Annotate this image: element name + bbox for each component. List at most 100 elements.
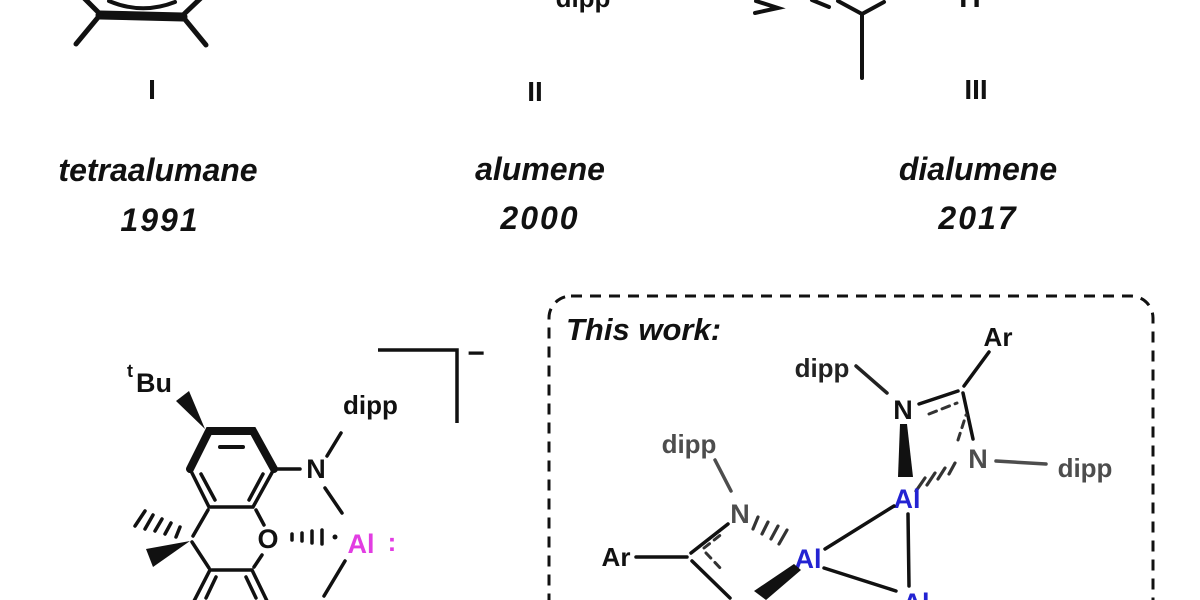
solid-wedge xyxy=(146,541,190,567)
charge-label: − xyxy=(467,337,485,370)
al-label: Al xyxy=(348,529,375,559)
o-label: O xyxy=(257,524,278,554)
al-label: Al xyxy=(903,588,930,600)
bold-wedge xyxy=(898,424,913,477)
dative-hash-bond xyxy=(290,528,324,546)
bold-wedge xyxy=(754,564,801,600)
hashed-wedge xyxy=(133,509,182,539)
hash-tick xyxy=(133,509,147,528)
bond xyxy=(906,512,911,588)
dipp-label: dipp xyxy=(662,429,717,459)
bond xyxy=(822,566,898,593)
compound-numeral: I xyxy=(148,74,156,105)
al3-triangle-bonds xyxy=(822,504,911,593)
hash-tick xyxy=(925,471,937,487)
top-amidinate-unit: dipp Ar N N dipp Al xyxy=(795,322,1113,514)
h-label: H xyxy=(959,0,981,14)
hash-dot xyxy=(332,534,338,540)
bond xyxy=(854,364,889,395)
double-bond-tick xyxy=(810,0,831,9)
n-label: N xyxy=(968,444,988,474)
bond xyxy=(191,508,210,538)
bond xyxy=(323,486,344,515)
double-bond-inner xyxy=(247,472,265,502)
bond xyxy=(73,12,103,47)
tbu-superscript: t xyxy=(127,361,133,381)
this-work-box: This work: dipp Ar N N dipp Al xyxy=(547,294,1155,600)
dipp-label: dipp xyxy=(343,390,398,420)
dashed-box-border xyxy=(547,294,1155,600)
hash-tick xyxy=(936,466,947,481)
bond xyxy=(836,0,864,16)
bond xyxy=(82,0,104,18)
structure-iii-fragment: H xyxy=(810,0,981,80)
bond xyxy=(753,0,786,15)
double-bond-inner xyxy=(244,575,258,600)
double-bond-dash xyxy=(702,531,725,550)
bond xyxy=(179,0,203,19)
hash-tick xyxy=(760,520,770,536)
anion-bracket xyxy=(378,348,459,423)
bond xyxy=(823,504,896,551)
n-label: N xyxy=(306,454,326,484)
aromatic-arc xyxy=(107,0,177,11)
double-bond-dash xyxy=(956,413,968,442)
bond xyxy=(95,10,188,22)
compound-name: alumene xyxy=(475,151,605,187)
this-work-title: This work: xyxy=(566,312,721,347)
bond xyxy=(917,389,960,406)
compound-captions: I II III tetraalumane alumene dialumene … xyxy=(58,74,1057,238)
double-bond-inner xyxy=(204,575,218,600)
ar-label: Ar xyxy=(602,542,631,572)
ar-label: Ar xyxy=(984,322,1013,352)
hash-tick xyxy=(751,515,760,531)
dipp-label: dipp xyxy=(1058,453,1113,483)
bond xyxy=(962,350,991,388)
compound-name: tetraalumane xyxy=(58,152,257,188)
bond xyxy=(689,522,730,555)
hashed-wedge xyxy=(914,461,957,493)
structure-ii-fragment: dipp xyxy=(556,0,786,15)
left-amidinate-unit: dipp N Ar Al xyxy=(602,429,822,600)
hash-tick xyxy=(174,525,182,539)
compound-year: 2017 xyxy=(937,200,1017,236)
al-label: Al xyxy=(894,484,921,514)
hash-tick xyxy=(947,461,957,476)
compound-numeral: III xyxy=(964,74,987,105)
compound-numeral: II xyxy=(527,76,543,107)
bond xyxy=(322,559,347,598)
double-bond-inner xyxy=(199,472,217,502)
n-label: N xyxy=(893,395,913,425)
bold-ring-bonds xyxy=(186,427,278,473)
compound-year: 1991 xyxy=(120,202,199,238)
hash-tick xyxy=(777,528,789,546)
hash-tick xyxy=(769,524,780,541)
lone-pair-label: : xyxy=(388,527,397,557)
solid-wedge xyxy=(176,391,205,429)
hash-tick xyxy=(143,513,155,531)
structure-i-cp-ring-fragment xyxy=(73,0,209,48)
bond xyxy=(994,459,1048,466)
ring-bonds xyxy=(192,568,269,600)
bond xyxy=(860,0,886,16)
bond xyxy=(961,391,975,441)
n-label: N xyxy=(730,499,750,529)
compound-year: 2000 xyxy=(499,200,579,236)
bond xyxy=(690,559,732,600)
bond xyxy=(180,14,209,48)
double-bond-dash xyxy=(927,401,959,416)
dipp-label: dipp xyxy=(556,0,611,13)
bond xyxy=(713,458,733,493)
hash-tick xyxy=(153,517,164,533)
ring-bonds xyxy=(188,467,276,509)
bond xyxy=(325,431,343,458)
hash-tick xyxy=(163,521,173,536)
double-bond-dash xyxy=(704,551,725,573)
anion-structure: t Bu xyxy=(127,337,485,600)
bond xyxy=(190,540,211,570)
hashed-wedge xyxy=(751,515,789,546)
tbu-label: Bu xyxy=(136,368,172,398)
compound-name: dialumene xyxy=(899,151,1057,187)
